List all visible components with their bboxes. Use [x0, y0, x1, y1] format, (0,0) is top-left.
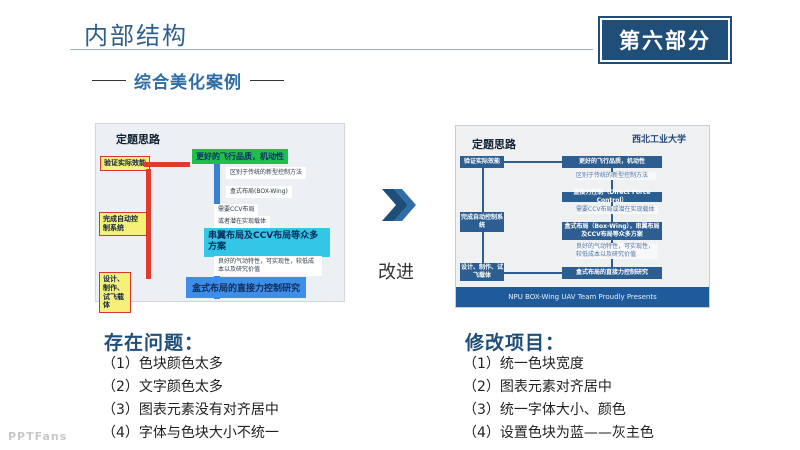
- problem-item: （4）字体与色块大小不统一: [102, 425, 279, 441]
- subheading: 综合美化案例: [92, 68, 284, 93]
- fix-item: （3）统一字体大小、颜色: [463, 402, 626, 418]
- after-diagram: 定题思路 西北工业大学 验证实际效能 更好的飞行品质，机动性 区别于传统的新型控…: [455, 125, 710, 308]
- ccv-note: 需要CCV布局或潜在实现载体: [576, 206, 658, 214]
- after-diagram-title: 定题思路: [472, 138, 516, 151]
- part-badge: 第六部分: [600, 18, 730, 62]
- control-system-box: 完成自动控制系统: [99, 212, 147, 236]
- quality-box: 更好的飞行品质，机动性: [192, 149, 288, 164]
- page-title: 内部结构: [84, 22, 188, 50]
- fix-item: （2）图表元素对齐居中: [463, 379, 612, 395]
- fix-item: （4）设置色块为蓝——灰主色: [463, 425, 654, 441]
- chevron-right-icon: [382, 189, 416, 221]
- improve-label: 改进: [378, 262, 414, 283]
- design-box: 设计、制作、试飞载体: [460, 263, 504, 281]
- box-serial-box: 盒式布局（Box-Wing），串翼布局及CCV布局等众多方案: [562, 222, 662, 240]
- serial-box: 串翼布局及CCV布局等众多方案: [204, 228, 330, 257]
- quality-box: 更好的飞行品质，机动性: [562, 156, 662, 168]
- problem-item: （3）图表元素没有对齐居中: [102, 402, 279, 418]
- title-divider: [70, 49, 593, 50]
- flow-line-vertical: [611, 168, 613, 268]
- distinct-note: 区别于传统的新型控制方法: [576, 172, 656, 180]
- good-note: 良好的气动特性，可实现性，较低成本以及研究价值: [576, 243, 658, 259]
- connector-top: [504, 161, 562, 163]
- problems-title: 存在问题：: [104, 332, 205, 354]
- red-arrow-vertical: [146, 169, 151, 279]
- box-direct-box: 盒式布局的直接力控制研究: [186, 277, 307, 298]
- design-box: 设计、制作、试飞载体: [99, 272, 131, 313]
- fixes-list: （1）统一色块宽度 （2）图表元素对齐居中 （3）统一字体大小、颜色 （4）设置…: [463, 353, 654, 445]
- distinct-note: 区别于传统的新型控制方法: [226, 167, 307, 180]
- problem-item: （2）文字颜色太多: [102, 379, 223, 395]
- problems-list: （1）色块颜色太多 （2）文字颜色太多 （3）图表元素没有对齐居中 （4）字体与…: [102, 353, 279, 445]
- university-logo: 西北工业大学: [632, 135, 687, 145]
- ccv-need-note: 需要CCV布局: [214, 204, 259, 217]
- faded-label: 盒式布局(BOX-Wing): [226, 186, 292, 199]
- before-diagram-title: 定题思路: [116, 133, 160, 146]
- subheading-text: 综合美化案例: [134, 72, 242, 93]
- connector-bottom: [504, 272, 562, 274]
- auto-control-box: 完成自动控制系统: [460, 212, 504, 232]
- potential-note: 或者潜在实现载体: [214, 216, 271, 229]
- after-diagram-footer: NPU BOX-Wing UAV Team Proudly Presents: [456, 287, 709, 307]
- verify-box: 验证实际效能: [100, 156, 150, 171]
- left-dash: [92, 79, 126, 81]
- problem-item: （1）色块颜色太多: [102, 356, 223, 372]
- fix-item: （1）统一色块宽度: [463, 356, 584, 372]
- watermark-logo: PPTFans: [8, 430, 68, 443]
- red-arrow-top: [144, 162, 190, 167]
- dfc-box: 直接力控制（Direct Force Control）: [562, 189, 662, 204]
- fixes-title: 修改项目：: [465, 332, 566, 354]
- before-diagram: 定题思路 验证实际效能 更好的飞行品质，机动性 区别于传统的新型控制方法 盒式布…: [95, 123, 345, 313]
- right-dash: [250, 79, 284, 81]
- good-note: 良好的气动特性，可实现性，较低成本以及研究价值: [214, 256, 322, 277]
- box-direct-box: 盒式布局的直接力控制研究: [562, 267, 662, 279]
- verify-box: 验证实际效能: [460, 156, 504, 168]
